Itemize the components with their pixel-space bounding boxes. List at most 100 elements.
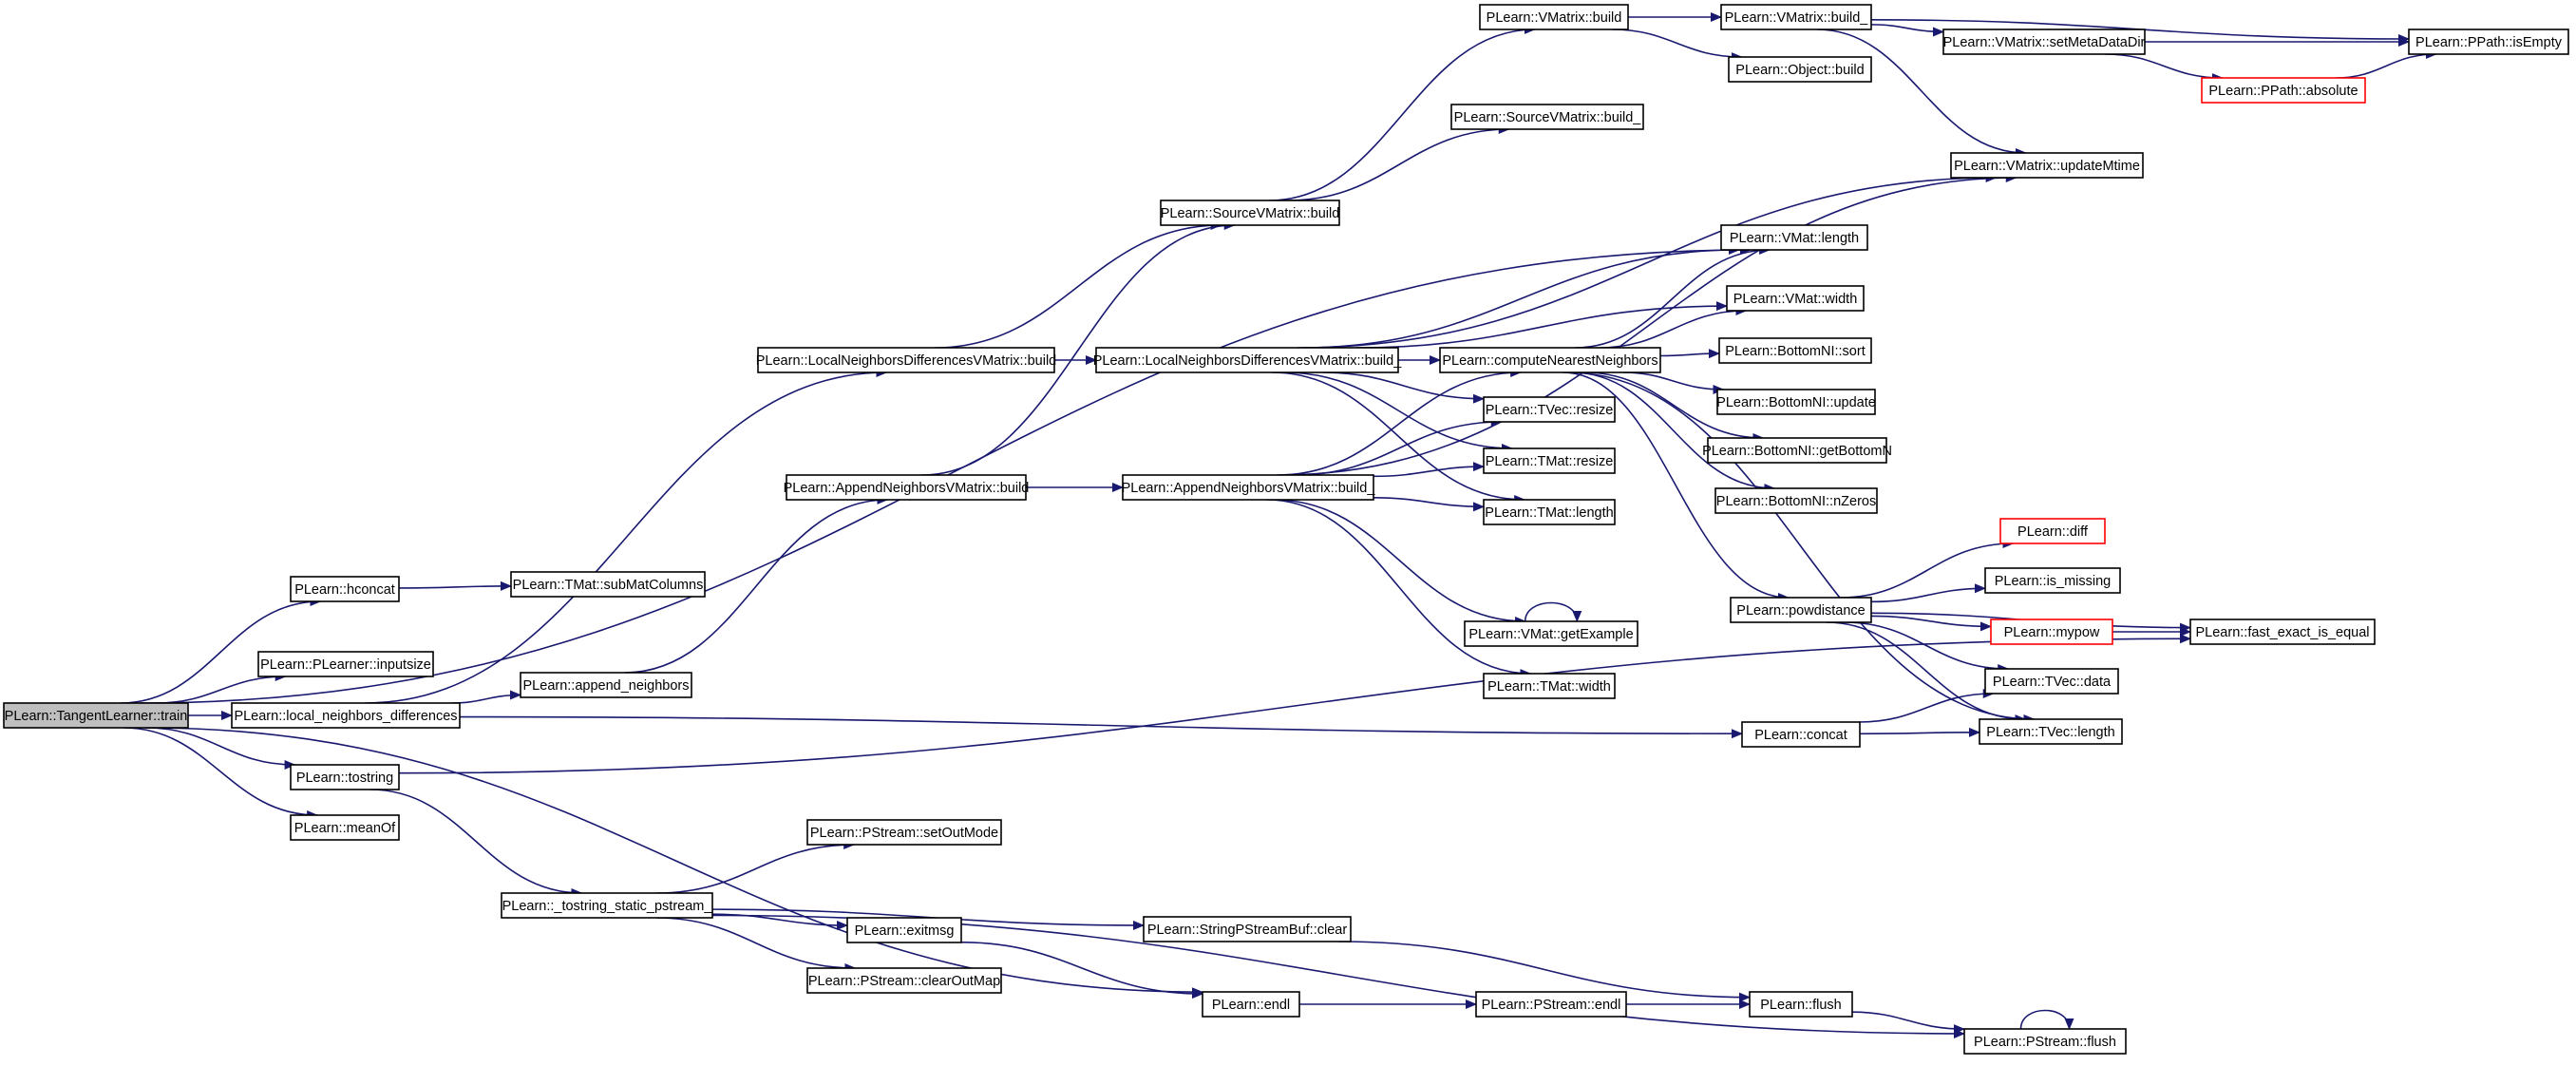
edge-train-to-tostring [145, 727, 296, 770]
node-fastequal[interactable]: PLearn::fast_exact_is_equal [2189, 619, 2376, 645]
edge-svm_build-to-svm_build_ [1288, 124, 1510, 201]
node-updatemtime[interactable]: PLearn::VMatrix::updateMtime [1950, 152, 2144, 179]
node-label: PLearn::meanOf [294, 821, 396, 836]
node-inputsize[interactable]: PLearn::PLearner::inputsize [257, 651, 434, 677]
node-box [1450, 104, 1644, 130]
edge-cnn-to-bn_nzeros [1571, 371, 1776, 493]
node-hconcat[interactable]: PLearn::hconcat [290, 576, 400, 602]
edge-train-to-hconcat [120, 597, 322, 704]
node-label: PLearn::flush [1760, 998, 1841, 1013]
node-lndvm_build_[interactable]: PLearn::LocalNeighborsDifferencesVMatrix… [1093, 347, 1402, 373]
node-tvec_data[interactable]: PLearn::TVec::data [1984, 668, 2119, 695]
node-mypow[interactable]: PLearn::mypow [1990, 619, 2113, 645]
node-anvm_build[interactable]: PLearn::AppendNeighborsVMatrix::build [784, 474, 1030, 501]
edge-lndvm_build-to-svm_build [935, 220, 1222, 349]
edge-train-to-meanof [123, 727, 319, 820]
node-box [846, 917, 962, 943]
node-meanof[interactable]: PLearn::meanOf [290, 814, 400, 841]
node-label: PLearn::_tostring_static_pstream_ [502, 899, 713, 914]
node-label: PLearn::diff [2017, 524, 2089, 540]
node-bn_update[interactable]: PLearn::BottomNI::update [1716, 389, 1876, 415]
edge-line [1583, 371, 1765, 443]
edge-line [656, 840, 856, 894]
edge-line [624, 495, 889, 674]
node-vmat_length[interactable]: PLearn::VMat::length [1720, 224, 1868, 251]
node-lnd[interactable]: PLearn::local_neighbors_differences [231, 702, 461, 729]
node-box [1950, 152, 2144, 179]
node-label: PLearn::mypow [2004, 625, 2100, 640]
node-absolute[interactable]: PLearn::PPath::absolute [2201, 77, 2366, 104]
node-label: PLearn::TVec::length [1986, 725, 2114, 740]
node-tvec_resize[interactable]: PLearn::TVec::resize [1483, 396, 1616, 423]
node-exitmsg[interactable]: PLearn::exitmsg [846, 917, 962, 943]
node-ismissing[interactable]: PLearn::is_missing [1984, 567, 2121, 594]
edge-line [1859, 689, 1995, 723]
node-isempty[interactable]: PLearn::PPath::isEmpty [2408, 29, 2569, 55]
node-tsps[interactable]: PLearn::_tostring_static_pstream_ [501, 892, 713, 919]
node-tvec_length[interactable]: PLearn::TVec::length [1979, 718, 2123, 745]
node-setmeta[interactable]: PLearn::VMatrix::setMetaDataDir [1942, 29, 2146, 55]
node-label: PLearn::endl [1212, 998, 1290, 1013]
node-vmat_width[interactable]: PLearn::VMat::width [1726, 285, 1865, 312]
edge-lndvm_build_-to-updatemtime [1297, 173, 1998, 349]
node-concat[interactable]: PLearn::concat [1741, 721, 1861, 748]
edge-line [1844, 621, 2010, 674]
node-label: PLearn::TMat::width [1487, 679, 1611, 695]
node-flush[interactable]: PLearn::flush [1749, 991, 1853, 1018]
node-obj_build[interactable]: PLearn::Object::build [1728, 56, 1872, 83]
node-label: PLearn::PPath::isEmpty [2415, 35, 2563, 50]
edge-lnd-to-concat [459, 715, 1743, 739]
node-bn_sort[interactable]: PLearn::BottomNI::sort [1718, 337, 1872, 364]
edge-line [365, 368, 888, 704]
node-label: PLearn::TMat::length [1485, 505, 1613, 521]
node-powdist[interactable]: PLearn::powdistance [1730, 597, 1872, 623]
node-train[interactable]: PLearn::TangentLearner::train [3, 702, 189, 729]
node-appneigh[interactable]: PLearn::append_neighbors [520, 672, 692, 698]
node-vm_build_[interactable]: PLearn::VMatrix::build_ [1720, 4, 1872, 30]
node-box [1990, 619, 2113, 645]
node-ps_flush[interactable]: PLearn::PStream::flush [1963, 1028, 2127, 1055]
node-clearoutmap[interactable]: PLearn::PStream::clearOutMap [806, 967, 1002, 994]
node-vm_build[interactable]: PLearn::VMatrix::build [1479, 4, 1629, 30]
node-lndvm_build[interactable]: PLearn::LocalNeighborsDifferencesVMatrix… [756, 347, 1056, 373]
node-label: PLearn::is_missing [1995, 574, 2112, 589]
edge-line [1566, 371, 2036, 724]
edge-cnn-to-vmat_width [1599, 306, 1748, 349]
node-label: PLearn::LocalNeighborsDifferencesVMatrix… [756, 353, 1056, 369]
node-tmat_resize[interactable]: PLearn::TMat::resize [1483, 447, 1616, 474]
node-setoutmode[interactable]: PLearn::PStream::setOutMode [806, 819, 1002, 846]
node-tmat_length[interactable]: PLearn::TMat::length [1483, 499, 1616, 525]
edge-line [369, 789, 583, 898]
edge-lndvm_build_-to-vmat_length [1302, 245, 1740, 349]
node-ps_endl[interactable]: PLearn::PStream::endl [1475, 991, 1627, 1018]
edge-tostring-to-tsps [369, 789, 583, 898]
node-tostring[interactable]: PLearn::tostring [290, 764, 400, 790]
edge-line [398, 581, 512, 591]
node-box [1720, 224, 1868, 251]
node-tmat_width[interactable]: PLearn::TMat::width [1483, 673, 1616, 699]
edge-exitmsg-to-endl [960, 942, 1203, 999]
node-svm_build_[interactable]: PLearn::SourceVMatrix::build_ [1450, 104, 1644, 130]
node-box [2408, 29, 2569, 55]
node-endl[interactable]: PLearn::endl [1202, 991, 1300, 1018]
node-box [806, 819, 1002, 846]
node-box [290, 576, 400, 602]
node-bn_nzeros[interactable]: PLearn::BottomNI::nZeros [1714, 487, 1878, 514]
edge-lnd-to-lndvm_build [365, 368, 888, 704]
node-cnn[interactable]: PLearn::computeNearestNeighbors [1439, 347, 1661, 373]
node-submat[interactable]: PLearn::TMat::subMatColumns [510, 571, 706, 598]
node-label: PLearn::Object::build [1735, 63, 1864, 78]
edge-layer [120, 12, 2437, 1038]
node-getexample[interactable]: PLearn::VMat::getExample [1464, 620, 1638, 647]
edge-line [398, 634, 2191, 774]
edge-line [1273, 499, 1527, 626]
node-label: PLearn::AppendNeighborsVMatrix::build_ [1122, 481, 1376, 496]
edge-line [1373, 462, 1485, 478]
node-box [1475, 991, 1627, 1018]
node-spsb_clear[interactable]: PLearn::StringPStreamBuf::clear [1143, 916, 1352, 942]
node-bn_getbottom[interactable]: PLearn::BottomNI::getBottomN [1702, 437, 1892, 464]
node-anvm_build_[interactable]: PLearn::AppendNeighborsVMatrix::build_ [1122, 474, 1376, 501]
node-diff[interactable]: PLearn::diff [1999, 518, 2106, 544]
node-svm_build[interactable]: PLearn::SourceVMatrix::build [1160, 200, 1340, 226]
edge-vm_build-to-obj_build [1612, 29, 1743, 62]
